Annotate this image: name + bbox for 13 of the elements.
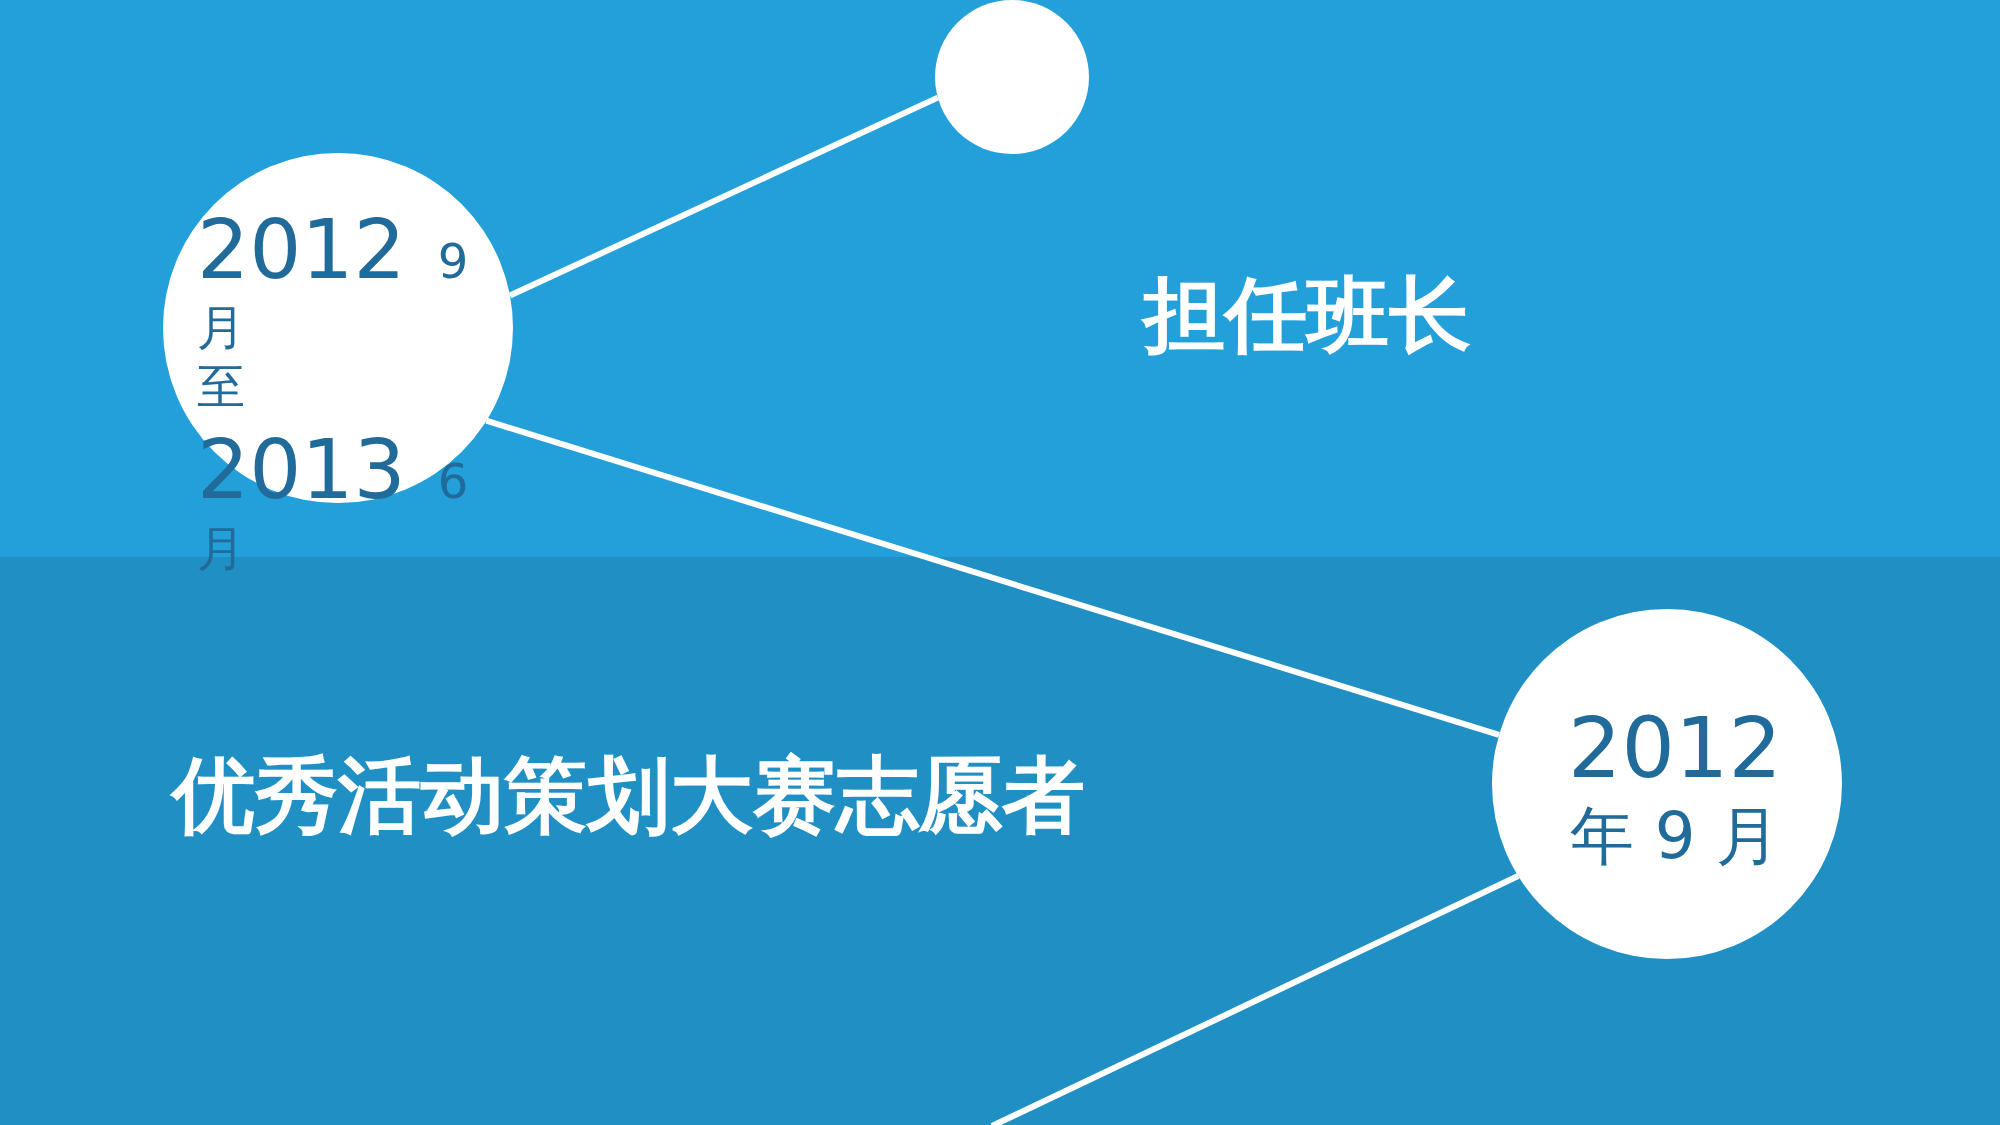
item-title: 担任班长 (1143, 274, 1471, 356)
date-text: 9 (437, 233, 469, 289)
date-text: 月 (197, 520, 245, 576)
date-text: 2012 (1568, 699, 1782, 797)
connector-line (485, 417, 1500, 738)
date-text: 2012 (197, 202, 406, 297)
date-text: 月 (197, 299, 245, 355)
date-text: 至 (197, 358, 245, 414)
item-title: 优秀活动策划大赛志愿者 (172, 754, 1085, 837)
connector-line (508, 94, 940, 299)
date-text: 6 (437, 453, 469, 509)
date-text: 年 9 月 (1570, 799, 1780, 873)
connector-line (990, 873, 1520, 1125)
